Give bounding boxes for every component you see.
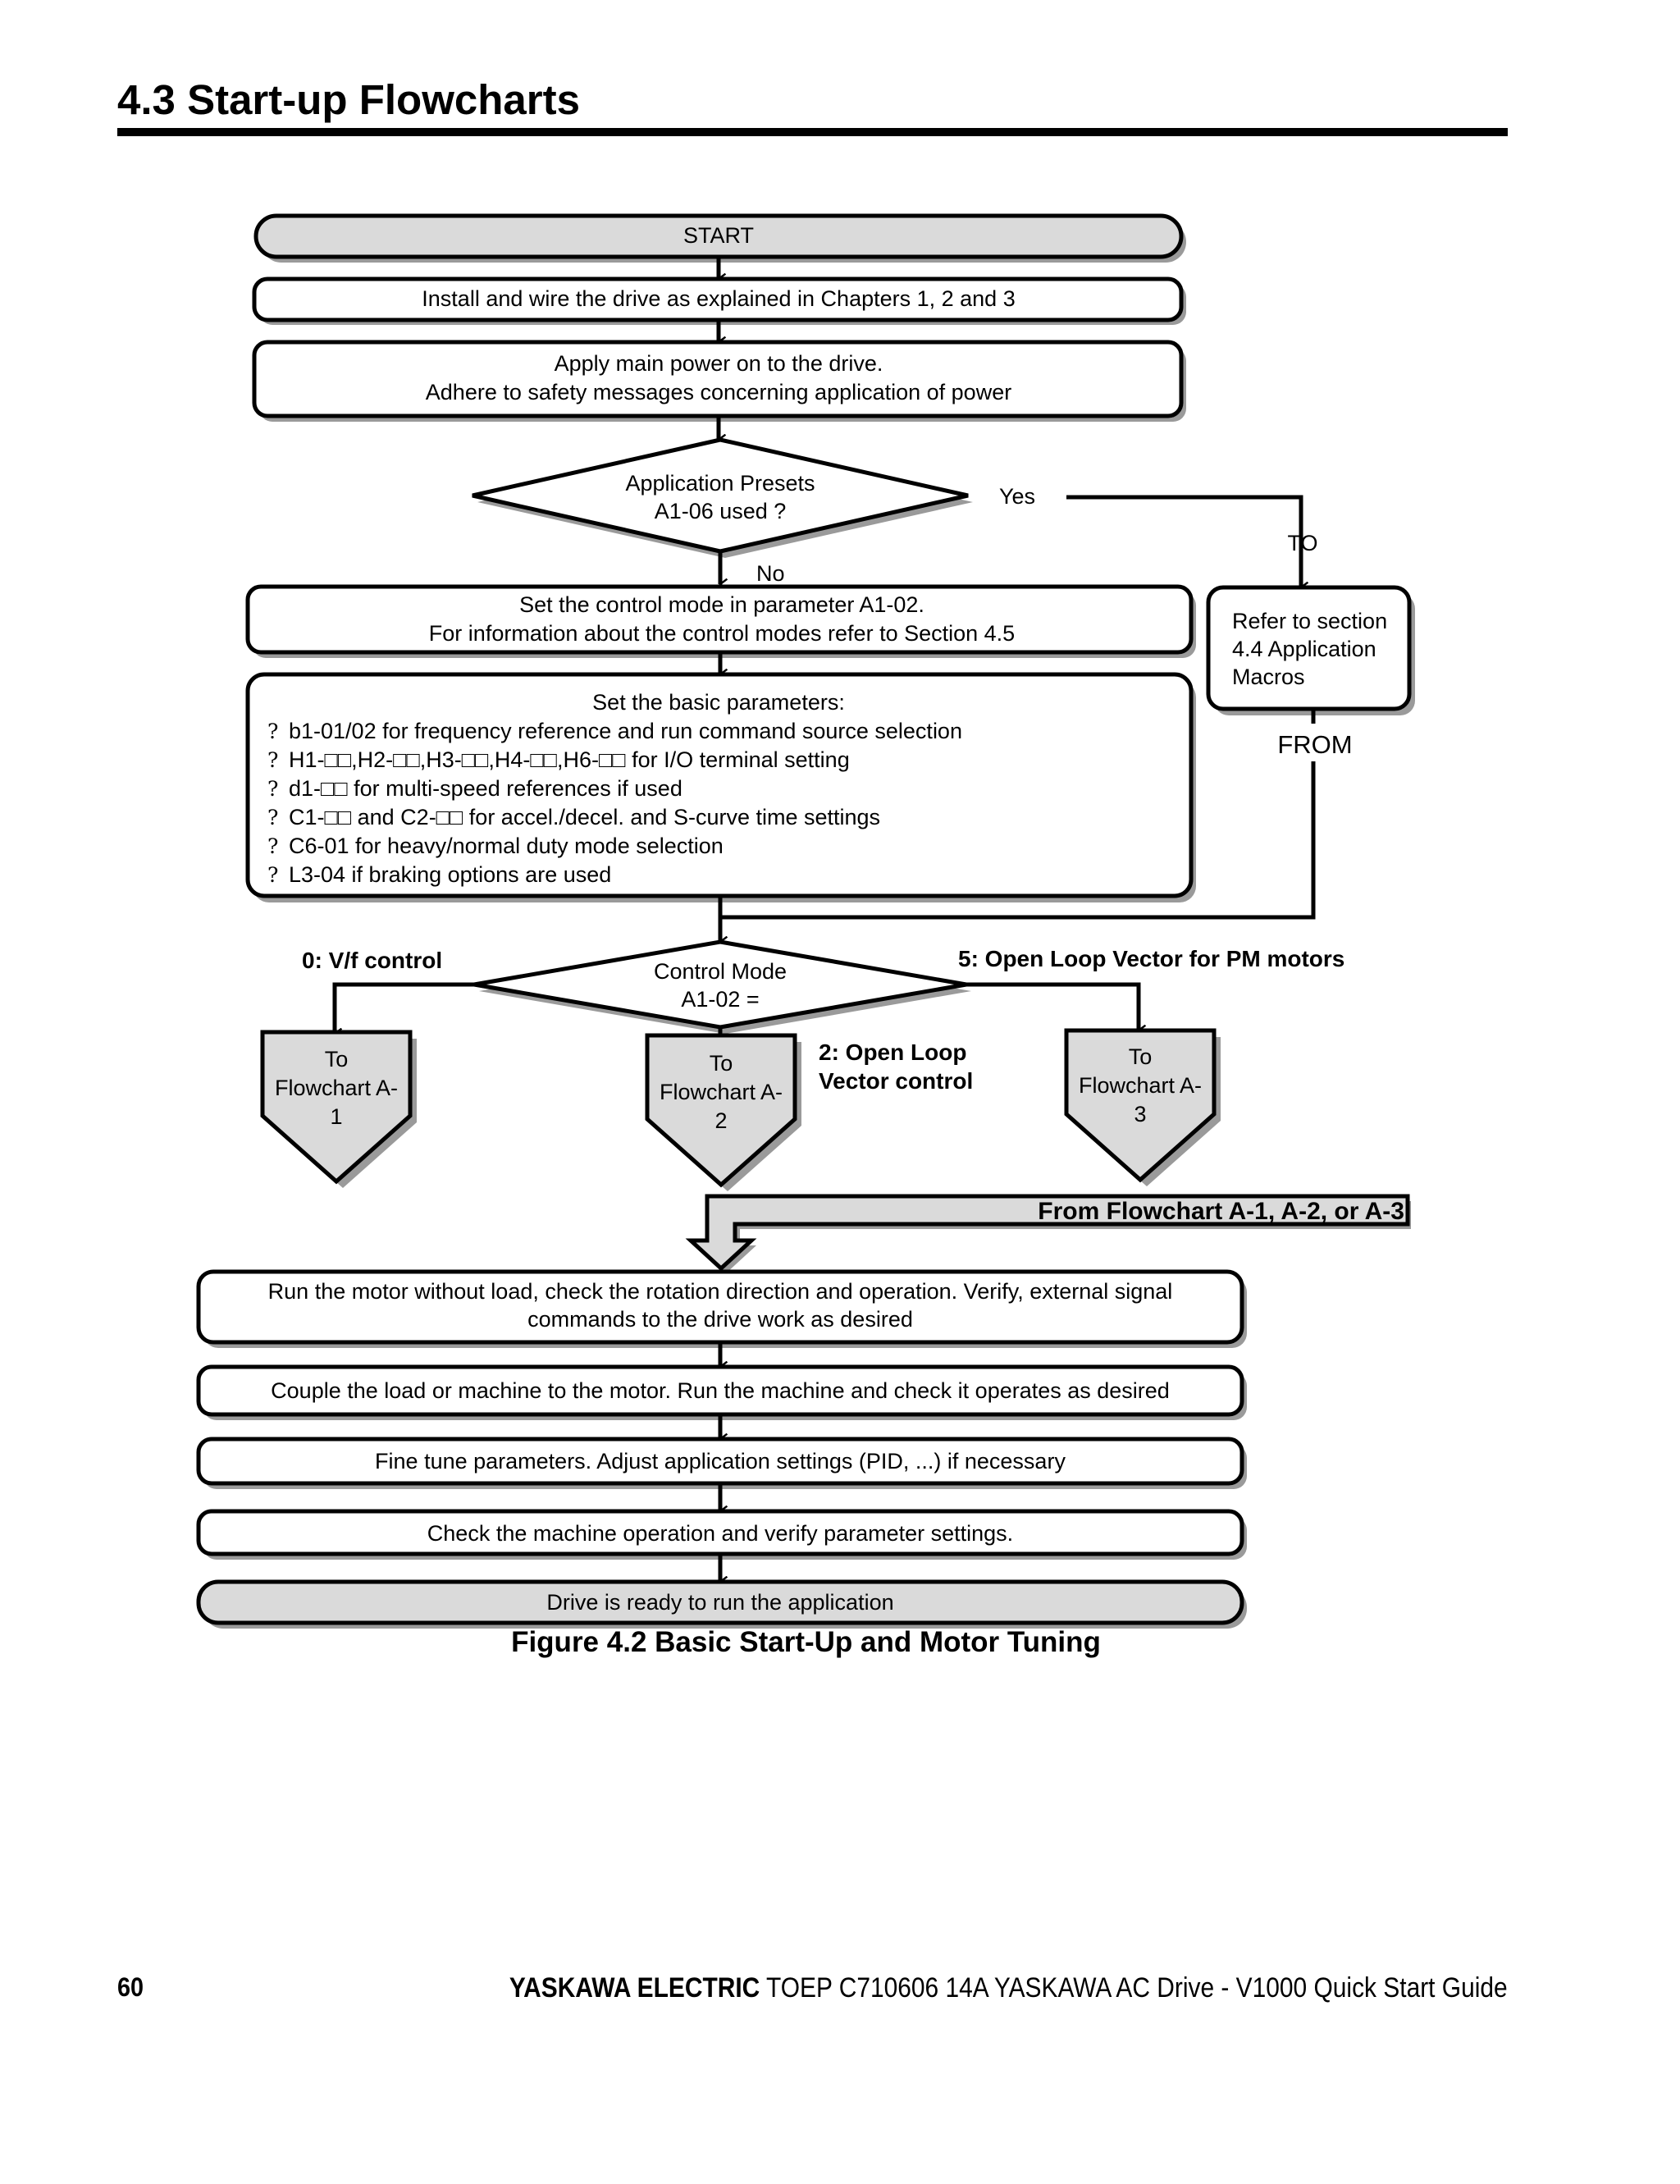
basic-param-item: C6-01 for heavy/normal duty mode selecti… bbox=[289, 834, 724, 858]
connector-a1-line-1: To bbox=[325, 1047, 349, 1071]
power-step: Apply main power on to the drive. Adhere… bbox=[252, 340, 1186, 422]
footer-brand: YASKAWA ELECTRIC bbox=[509, 1972, 760, 2004]
basic-param-item: L3-04 if braking options are used bbox=[289, 862, 611, 887]
basic-parameters-step: Set the basic parameters: ? b1-01/02 for … bbox=[245, 672, 1196, 902]
couple-load-label: Couple the load or machine to the motor.… bbox=[271, 1378, 1170, 1403]
from-return-line bbox=[720, 761, 1316, 920]
check-machine-step: Check the machine operation and verify p… bbox=[196, 1509, 1247, 1560]
fine-tune-label: Fine tune parameters. Adjust application… bbox=[375, 1449, 1066, 1474]
check-machine-label: Check the machine operation and verify p… bbox=[427, 1521, 1013, 1546]
power-line-2: Adhere to safety messages concerning app… bbox=[426, 380, 1011, 404]
control-mode-step: Set the control mode in parameter A1-02.… bbox=[245, 584, 1196, 658]
from-label: FROM bbox=[1277, 730, 1352, 759]
basic-param-item: b1-01/02 for frequency reference and run… bbox=[289, 719, 962, 743]
to-label: TO bbox=[1287, 531, 1317, 555]
connector-a3-line-2: Flowchart A- bbox=[1079, 1073, 1202, 1098]
couple-load-step: Couple the load or machine to the motor.… bbox=[196, 1364, 1247, 1420]
yes-label: Yes bbox=[999, 484, 1035, 509]
presets-line-1: Application Presets bbox=[625, 471, 815, 496]
no-label: No bbox=[756, 561, 785, 586]
bullet-marker: ? bbox=[267, 863, 278, 887]
connector-a2-line-1: To bbox=[710, 1051, 733, 1076]
start-terminal: START bbox=[253, 213, 1186, 263]
connector-a2-line-3: 2 bbox=[714, 1108, 727, 1133]
power-line-1: Apply main power on to the drive. bbox=[555, 351, 883, 376]
refer-line-2: 4.4 Application bbox=[1232, 637, 1376, 661]
connector-a3-line-3: 3 bbox=[1134, 1102, 1146, 1126]
bullet-marker: ? bbox=[267, 748, 278, 772]
presets-line-2: A1-06 used ? bbox=[655, 499, 787, 523]
control-decision-line-2: A1-02 = bbox=[681, 987, 759, 1012]
pm-branch-line bbox=[966, 982, 1139, 1030]
branch-vf-label: 0: V/f control bbox=[302, 948, 442, 973]
branch-olv-line-1: 2: Open Loop bbox=[819, 1039, 966, 1065]
connector-a3: To Flowchart A- 3 bbox=[1064, 1028, 1221, 1186]
branch-pm-label: 5: Open Loop Vector for PM motors bbox=[958, 946, 1344, 971]
install-step: Install and wire the drive as explained … bbox=[252, 276, 1186, 325]
title-rule bbox=[117, 128, 1508, 136]
basic-param-item: d1-□□ for multi-speed references if used bbox=[289, 776, 682, 801]
refer-line-3: Macros bbox=[1232, 665, 1305, 689]
connector-a3-line-1: To bbox=[1129, 1044, 1153, 1069]
ready-terminal: Drive is ready to run the application bbox=[196, 1579, 1247, 1629]
basic-params-title: Set the basic parameters: bbox=[592, 690, 845, 715]
basic-param-item: H1-□□,H2-□□,H3-□□,H4-□□,H6-□□ for I/O te… bbox=[289, 747, 850, 772]
control-decision-line-1: Control Mode bbox=[654, 959, 787, 984]
control-mode-line-2: For information about the control modes … bbox=[429, 621, 1015, 646]
yes-branch-line bbox=[1066, 495, 1301, 587]
footer-doc: TOEP C710606 14A YASKAWA AC Drive - V100… bbox=[760, 1972, 1508, 2004]
bullet-marker: ? bbox=[267, 777, 278, 801]
refer-box: Refer to section 4.4 Application Macros bbox=[1206, 585, 1415, 715]
connector-a2-line-2: Flowchart A- bbox=[660, 1080, 783, 1104]
bullet-marker: ? bbox=[267, 834, 278, 858]
control-mode-line-1: Set the control mode in parameter A1-02. bbox=[519, 592, 924, 617]
start-label: START bbox=[683, 223, 754, 248]
refer-line-1: Refer to section bbox=[1232, 609, 1387, 633]
from-flowcharts-label: From Flowchart A-1, A-2, or A-3 bbox=[1038, 1198, 1404, 1225]
basic-params-list: ? b1-01/02 for frequency reference and ru… bbox=[267, 719, 962, 887]
from-flowcharts-arrow: From Flowchart A-1, A-2, or A-3 bbox=[685, 1194, 1411, 1273]
connector-a1: To Flowchart A- 1 bbox=[260, 1030, 417, 1188]
figure-caption: Figure 4.2 Basic Start-Up and Motor Tuni… bbox=[511, 1626, 1101, 1658]
section-title: 4.3 Start-up Flowcharts bbox=[117, 76, 580, 123]
footer-text: YASKAWA ELECTRIC TOEP C710606 14A YASKAW… bbox=[509, 1972, 1508, 2004]
decision-presets: Application Presets A1-06 used ? bbox=[472, 437, 973, 558]
ready-label: Drive is ready to run the application bbox=[546, 1590, 893, 1615]
vf-branch-line bbox=[332, 982, 474, 1034]
run-motor-line-1: Run the motor without load, check the ro… bbox=[268, 1279, 1173, 1304]
basic-param-item: C1-□□ and C2-□□ for accel./decel. and S-… bbox=[289, 805, 880, 829]
page-number: 60 bbox=[117, 1972, 144, 2002]
bullet-marker: ? bbox=[267, 806, 278, 829]
branch-olv-line-2: Vector control bbox=[819, 1068, 973, 1094]
fine-tune-step: Fine tune parameters. Adjust application… bbox=[196, 1437, 1247, 1489]
bullet-marker: ? bbox=[267, 720, 278, 743]
run-motor-line-2: commands to the drive work as desired bbox=[527, 1307, 913, 1332]
connector-a1-line-3: 1 bbox=[330, 1104, 342, 1129]
connector-a1-line-2: Flowchart A- bbox=[275, 1076, 398, 1100]
install-label: Install and wire the drive as explained … bbox=[422, 286, 1015, 311]
decision-control-mode: Control Mode A1-02 = bbox=[473, 939, 971, 1034]
connector-a2: To Flowchart A- 2 bbox=[645, 1033, 801, 1191]
run-motor-step: Run the motor without load, check the ro… bbox=[196, 1269, 1247, 1348]
flowchart-diagram: START Install and wire the drive as expl… bbox=[196, 213, 1415, 1629]
